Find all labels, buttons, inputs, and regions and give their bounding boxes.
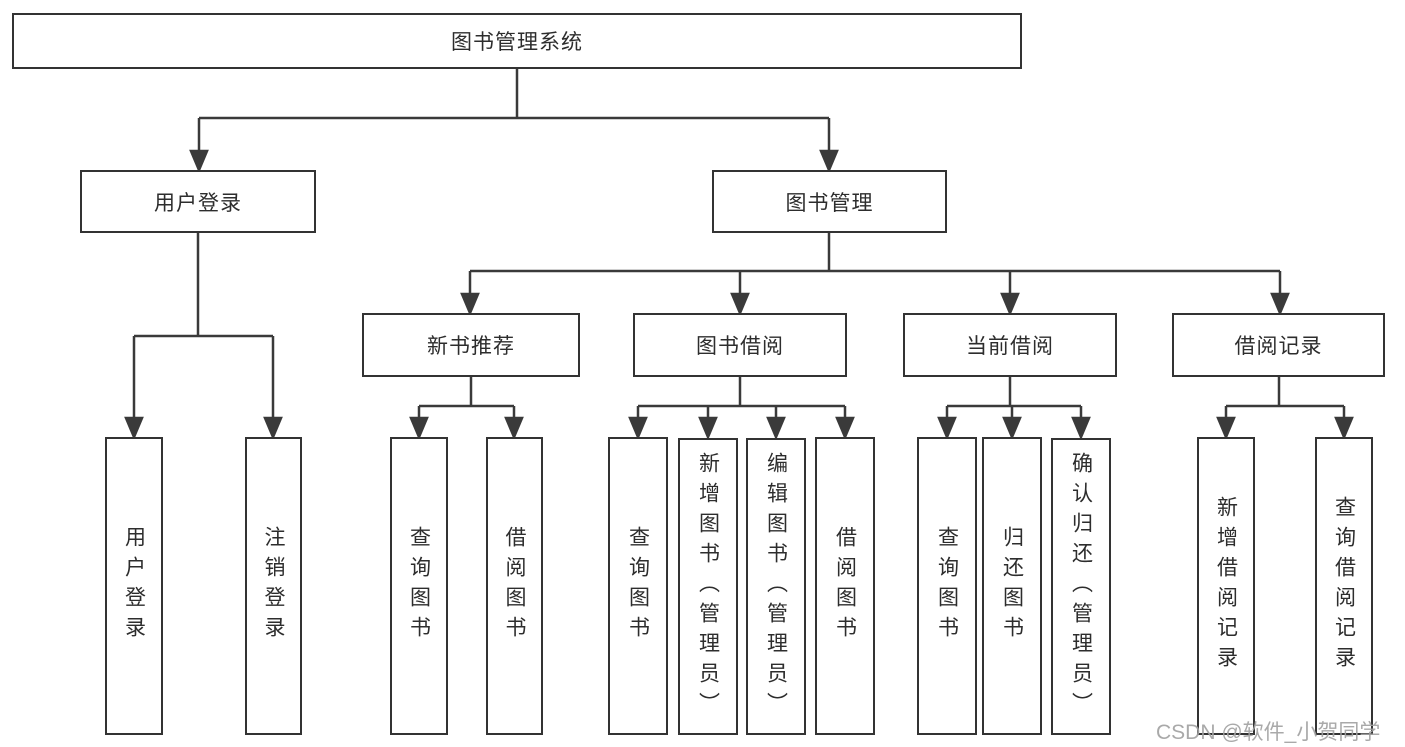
leaf-logout: 注销登录 (245, 437, 302, 735)
leaf-recommend-borrow-books: 借阅图书 (486, 437, 543, 735)
watermark: CSDN @软件_小贺同学 (1156, 721, 1381, 744)
leaf-borrow-books: 借阅图书 (815, 437, 875, 735)
node-new-book-recommend: 新书推荐 (362, 313, 580, 377)
node-root: 图书管理系统 (12, 13, 1022, 69)
leaf-user-login: 用户登录 (105, 437, 163, 735)
node-current-borrow: 当前借阅 (903, 313, 1117, 377)
leaf-borrow-query-books: 查询图书 (608, 437, 668, 735)
leaf-query-borrow-record: 查询借阅记录 (1315, 437, 1373, 735)
leaf-add-borrow-record: 新增借阅记录 (1197, 437, 1255, 735)
node-borrow-records: 借阅记录 (1172, 313, 1385, 377)
node-book-management: 图书管理 (712, 170, 947, 233)
leaf-confirm-return-admin: 确认归还（管理员） (1051, 438, 1111, 735)
leaf-current-query-books: 查询图书 (917, 437, 977, 735)
leaf-recommend-query-books: 查询图书 (390, 437, 448, 735)
leaf-edit-books-admin: 编辑图书（管理员） (746, 438, 806, 735)
leaf-return-books: 归还图书 (982, 437, 1042, 735)
node-user-login: 用户登录 (80, 170, 316, 233)
leaf-add-books-admin: 新增图书（管理员） (678, 438, 738, 735)
node-book-borrow: 图书借阅 (633, 313, 847, 377)
